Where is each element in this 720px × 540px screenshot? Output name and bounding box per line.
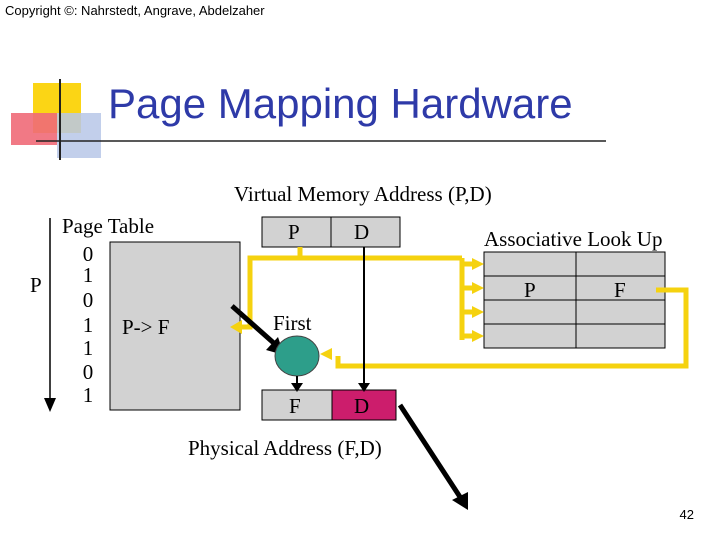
virtual-address-label: Virtual Memory Address (P,D)	[234, 182, 492, 206]
page-table-entry: 0	[82, 288, 94, 312]
page-table-entry: 1	[82, 313, 94, 337]
page-table-entry: 1	[82, 263, 94, 287]
associative-hit-arrowhead	[320, 348, 332, 360]
page-table-mapping-label: P-> F	[122, 315, 170, 339]
page-table-entry: 1	[82, 336, 94, 360]
first-circle	[274, 335, 320, 377]
offset-arrowhead	[358, 383, 370, 392]
physical-address-output-arrow	[397, 403, 465, 502]
page-index-label: P	[30, 273, 42, 297]
decor-blue-square	[57, 113, 101, 158]
page-table-entry: 1	[82, 383, 94, 407]
page-index-arrowhead	[44, 398, 56, 412]
virtual-d-label: D	[354, 220, 370, 244]
copyright-text: Copyright ©: Nahrstedt, Angrave, Abdelza…	[5, 3, 265, 18]
associative-label: Associative Look Up	[484, 227, 663, 251]
associative-f-header: F	[614, 278, 626, 302]
associative-comb-arrows	[459, 258, 484, 342]
page-table-to-first-arrow	[230, 304, 278, 347]
first-label: First	[273, 311, 312, 335]
page-table-box	[109, 241, 241, 411]
page-table-entry: 0	[82, 242, 94, 266]
associative-p-header: P	[524, 278, 536, 302]
physical-f-box	[261, 389, 333, 421]
page-table-label: Page Table	[62, 214, 155, 238]
p-to-page-table-arrowhead	[230, 320, 242, 334]
physical-d-label: D	[354, 394, 370, 418]
decor-red-square	[11, 113, 57, 145]
page-table-entry: 0	[82, 360, 94, 384]
first-to-f-arrowhead	[291, 383, 303, 392]
slide-title: Page Mapping Hardware	[108, 80, 573, 127]
physical-d-box	[331, 389, 397, 421]
p-to-page-table-arrow	[240, 247, 303, 330]
physical-f-label: F	[289, 394, 301, 418]
physical-address-output-arrowhead	[452, 492, 468, 510]
virtual-p-label: P	[288, 220, 300, 244]
associative-hit-arrow	[335, 287, 689, 369]
physical-address-label: Physical Address (F,D)	[188, 436, 382, 460]
slide-number: 42	[679, 507, 694, 522]
